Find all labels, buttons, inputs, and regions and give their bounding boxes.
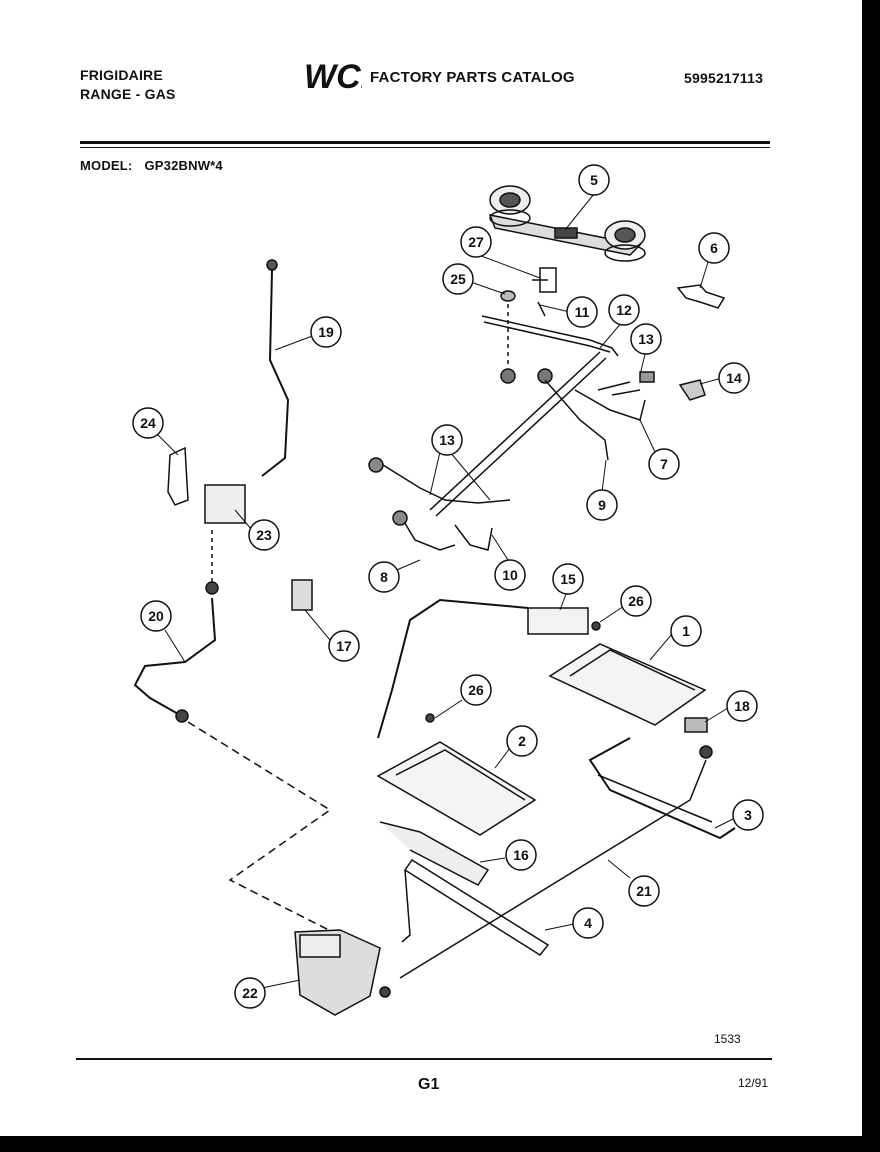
svg-text:11: 11 <box>575 304 590 320</box>
ignition-module <box>527 607 589 635</box>
svg-text:27: 27 <box>468 234 484 250</box>
top-burner-assembly <box>488 185 646 262</box>
callout-16: 16 <box>505 839 537 871</box>
svg-text:23: 23 <box>256 527 272 543</box>
wci-logo: WCI <box>304 58 362 94</box>
svg-text:25: 25 <box>450 271 466 287</box>
callout-3: 3 <box>732 799 764 831</box>
part-17 <box>291 579 313 611</box>
svg-text:WCI: WCI <box>304 58 362 94</box>
thermostat-tube <box>399 759 707 979</box>
header-rule <box>80 141 770 144</box>
svg-text:1: 1 <box>682 623 690 639</box>
svg-text:5: 5 <box>590 172 598 188</box>
burner-2 <box>376 741 537 836</box>
callout-18: 18 <box>726 690 758 722</box>
svg-text:9: 9 <box>598 497 606 513</box>
burner-tube-3 <box>588 737 736 840</box>
burner-16 <box>379 821 490 886</box>
svg-text:6: 6 <box>710 240 718 256</box>
orifice-18 <box>684 717 708 733</box>
switch-14 <box>678 379 706 401</box>
product-type: RANGE - GAS <box>80 86 176 102</box>
manifold-tube <box>481 315 619 357</box>
svg-text:26: 26 <box>628 593 644 609</box>
burner-tube-10 <box>454 524 493 551</box>
svg-text:15: 15 <box>560 571 576 587</box>
callout-12: 12 <box>608 294 640 326</box>
callout-7: 7 <box>648 448 680 480</box>
gas-tube-19 <box>261 269 290 477</box>
callout-4: 4 <box>572 907 604 939</box>
svg-text:10: 10 <box>502 567 518 583</box>
burner-tube-8 <box>399 514 456 551</box>
callout-24: 24 <box>132 407 164 439</box>
svg-text:2: 2 <box>518 733 526 749</box>
svg-text:16: 16 <box>513 847 529 863</box>
burner-tube-4 <box>403 858 550 956</box>
regulator <box>204 484 246 524</box>
callout-19: 19 <box>310 316 342 348</box>
callout-26-top: 26 <box>620 585 652 617</box>
callout-17: 17 <box>328 630 360 662</box>
svg-text:13: 13 <box>638 331 654 347</box>
burner-tube-7 <box>574 389 646 421</box>
callout-5: 5 <box>578 164 610 196</box>
svg-text:24: 24 <box>140 415 156 431</box>
footer-rule <box>76 1058 772 1060</box>
svg-text:26: 26 <box>468 682 484 698</box>
callout-26-mid: 26 <box>460 674 492 706</box>
svg-text:4: 4 <box>584 915 592 931</box>
svg-text:8: 8 <box>380 569 388 585</box>
header-rule-thin <box>80 147 770 148</box>
callout-6: 6 <box>698 232 730 264</box>
model-value: GP32BNW*4 <box>144 158 223 173</box>
ignition-cable <box>377 598 529 739</box>
svg-text:19: 19 <box>318 324 334 340</box>
callout-2: 2 <box>506 725 538 757</box>
model-label: MODEL: <box>80 158 133 173</box>
brand-name: FRIGIDAIRE <box>80 67 163 83</box>
bracket <box>532 267 557 293</box>
burner-tube-9 <box>544 379 609 461</box>
revision-date: 12/91 <box>738 1076 769 1090</box>
callout-21: 21 <box>628 875 660 907</box>
callout-10: 10 <box>494 559 526 591</box>
callout-27: 27 <box>460 226 492 258</box>
svg-text:12: 12 <box>616 302 632 318</box>
catalog-title: FACTORY PARTS CATALOG <box>370 69 575 86</box>
callout-22: 22 <box>234 977 266 1009</box>
main-gas-tube <box>429 351 601 511</box>
callout-11: 11 <box>566 296 598 328</box>
callout-14: 14 <box>718 362 750 394</box>
svg-text:17: 17 <box>336 638 352 654</box>
svg-text:18: 18 <box>734 698 750 714</box>
gas-tube-20 <box>133 597 217 716</box>
svg-text:3: 3 <box>744 807 752 823</box>
page-number: G1 <box>418 1076 440 1093</box>
callout-13-right: 13 <box>630 323 662 355</box>
callout-1: 1 <box>670 615 702 647</box>
catalog-page: FRIGIDAIRE RANGE - GAS WCI FACTORY PARTS… <box>0 0 862 1136</box>
bracket-24 <box>167 446 189 506</box>
svg-text:13: 13 <box>439 432 455 448</box>
callout-13-left: 13 <box>431 424 463 456</box>
callout-15: 15 <box>552 563 584 595</box>
model-line: MODEL: GP32BNW*4 <box>80 158 223 173</box>
callout-23: 23 <box>248 519 280 551</box>
diagram-number: 1533 <box>714 1032 741 1046</box>
callout-20: 20 <box>140 600 172 632</box>
mount-bracket <box>676 284 726 309</box>
svg-text:7: 7 <box>660 456 668 472</box>
part-number: 5995217113 <box>684 70 764 86</box>
callout-8: 8 <box>368 561 400 593</box>
svg-text:22: 22 <box>242 985 258 1001</box>
svg-text:21: 21 <box>636 883 652 899</box>
svg-text:14: 14 <box>726 370 742 386</box>
callout-9: 9 <box>586 489 618 521</box>
svg-text:20: 20 <box>148 608 164 624</box>
callout-25: 25 <box>442 263 474 295</box>
